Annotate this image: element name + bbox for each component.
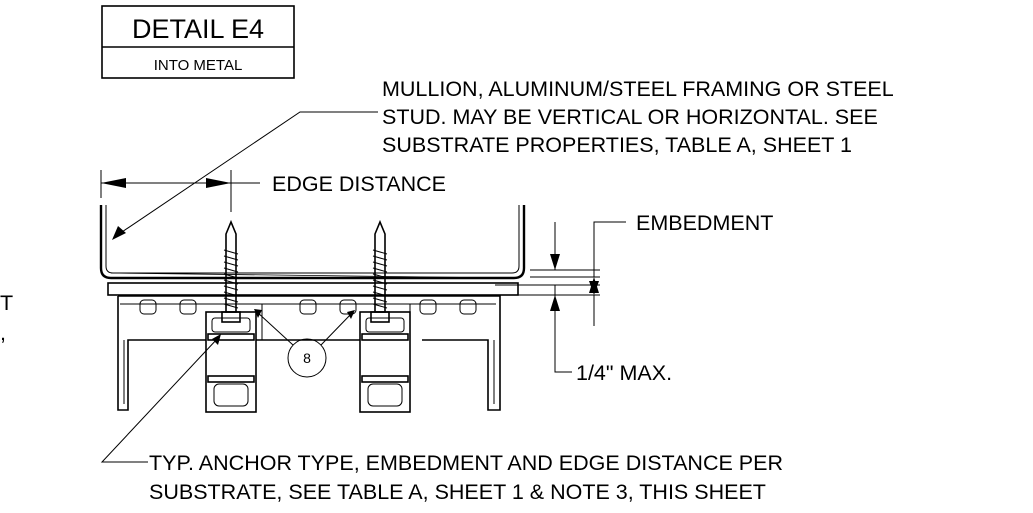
title-block: DETAIL E4 INTO METAL (101, 5, 295, 79)
mullion-leader-arrowhead (112, 226, 126, 240)
mullion-note-line-2: STUD. MAY BE VERTICAL OR HORIZONTAL. SEE (382, 105, 878, 129)
embedment-dimension: EMBEDMENT (530, 211, 773, 293)
left-fragment-1: T (0, 291, 13, 315)
detail-title: DETAIL E4 (132, 14, 264, 44)
right-insert (359, 311, 411, 413)
mullion-section (99, 205, 526, 280)
max-gap-label: 1/4" MAX. (576, 361, 672, 385)
embedment-label: EMBEDMENT (636, 211, 773, 235)
right-anchor-screw (370, 219, 390, 323)
anchor-note-line-1: TYP. ANCHOR TYPE, EMBEDMENT AND EDGE DIS… (149, 451, 783, 475)
gap-dimension: 1/4" MAX. (495, 281, 672, 385)
anchor-note-leader (100, 337, 219, 463)
framing-extrusion (107, 282, 519, 411)
anchor-note: TYP. ANCHOR TYPE, EMBEDMENT AND EDGE DIS… (100, 334, 783, 504)
left-fragment-2: , (0, 321, 6, 345)
detail-subtitle: INTO METAL (154, 57, 243, 74)
mullion-note-line-1: MULLION, ALUMINUM/STEEL FRAMING OR STEEL (382, 77, 894, 101)
mullion-note-line-3: SUBSTRATE PROPERTIES, TABLE A, SHEET 1 (382, 133, 852, 157)
callout-number: 8 (303, 350, 311, 366)
anchor-note-line-2: SUBSTRATE, SEE TABLE A, SHEET 1 & NOTE 3… (149, 480, 766, 504)
mullion-leader (115, 111, 378, 237)
mullion-note: MULLION, ALUMINUM/STEEL FRAMING OR STEEL… (112, 77, 894, 240)
edge-distance-dimension: EDGE DISTANCE (100, 170, 446, 212)
edge-distance-label: EDGE DISTANCE (272, 172, 446, 196)
callout-8: 8 (254, 309, 355, 378)
left-insert (205, 311, 257, 413)
left-anchor-screw (221, 219, 241, 323)
